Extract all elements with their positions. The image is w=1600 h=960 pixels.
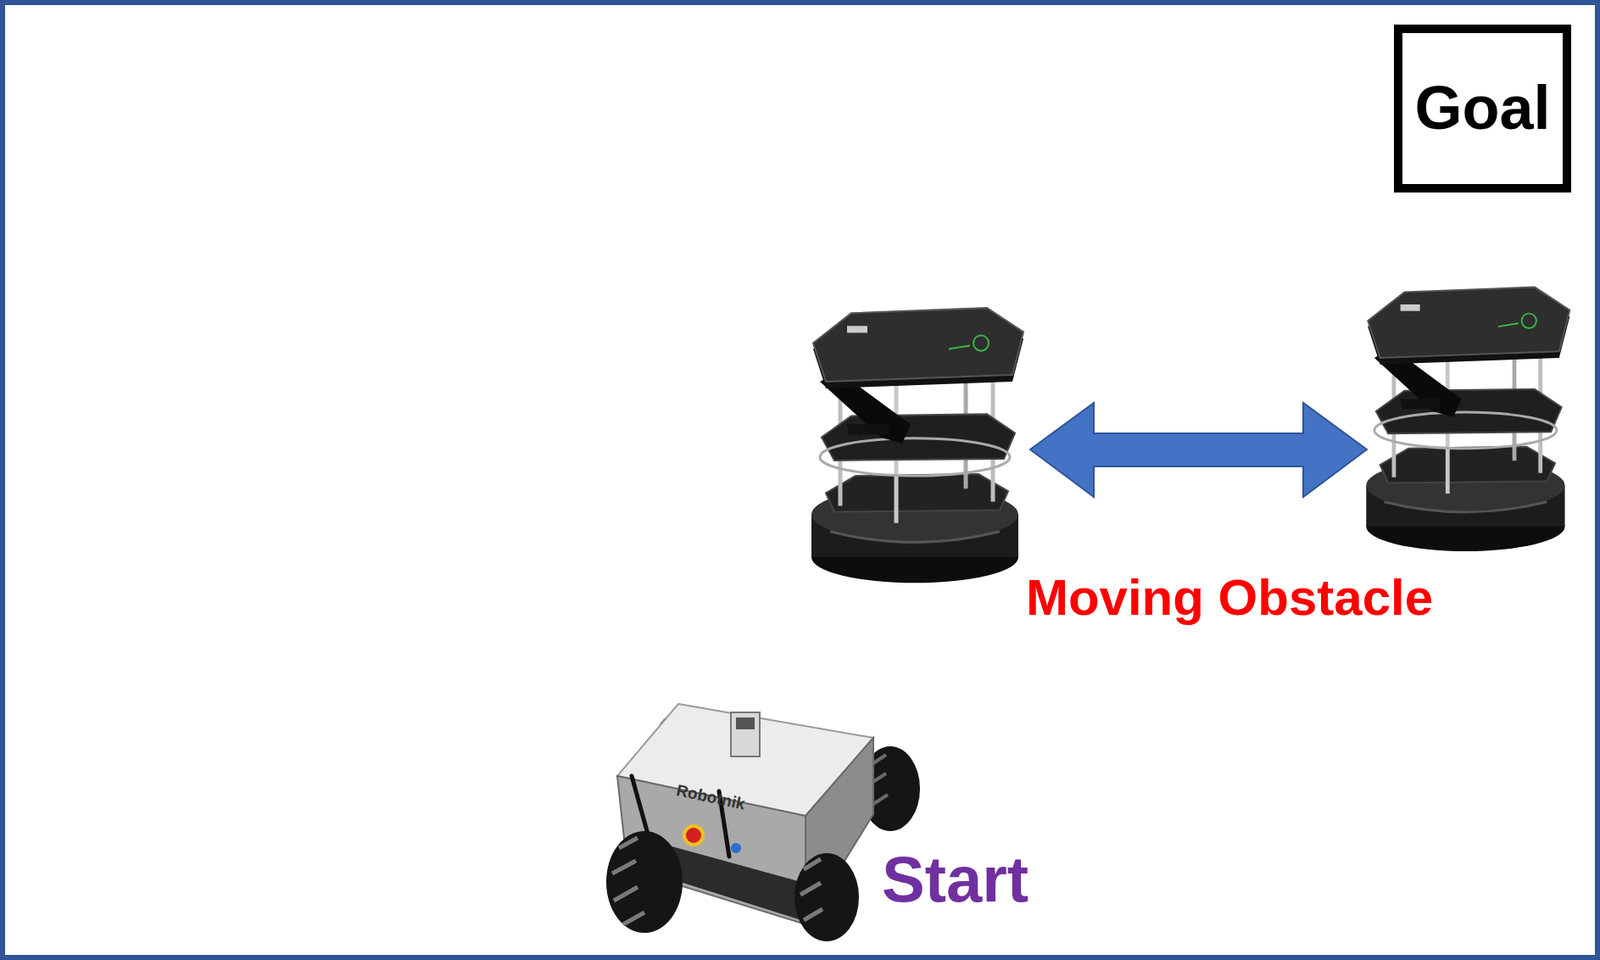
wheel-roller bbox=[618, 837, 638, 848]
status-light bbox=[730, 842, 742, 853]
start-label: Start bbox=[881, 843, 1029, 915]
robot-logo: Robotnik bbox=[674, 781, 748, 814]
lidar-sensor bbox=[730, 712, 760, 757]
wheel-roller bbox=[613, 886, 638, 901]
goal-box: Goal bbox=[1393, 24, 1572, 193]
wheel-rollers bbox=[612, 837, 823, 925]
moving-obstacle-robot bbox=[811, 307, 1024, 583]
wheel-roller bbox=[612, 860, 636, 874]
mecanum-wheel bbox=[794, 852, 859, 942]
robotnik-robot bbox=[606, 703, 920, 942]
mecanum-wheel bbox=[606, 830, 683, 933]
emergency-ring bbox=[682, 824, 705, 847]
moving-obstacle-robot bbox=[1365, 287, 1570, 552]
obstacle-label: Moving Obstacle bbox=[1025, 569, 1433, 626]
wheel-roller bbox=[803, 908, 823, 920]
wheel-roller bbox=[803, 858, 821, 870]
node-text: Goal bbox=[1414, 74, 1550, 142]
wheel-roller bbox=[800, 882, 821, 895]
wheel-roller bbox=[623, 912, 645, 925]
wheel-roller bbox=[873, 754, 887, 764]
emergency-button bbox=[685, 827, 702, 843]
lidar-window bbox=[735, 717, 755, 730]
motion-arrow bbox=[1030, 402, 1367, 497]
